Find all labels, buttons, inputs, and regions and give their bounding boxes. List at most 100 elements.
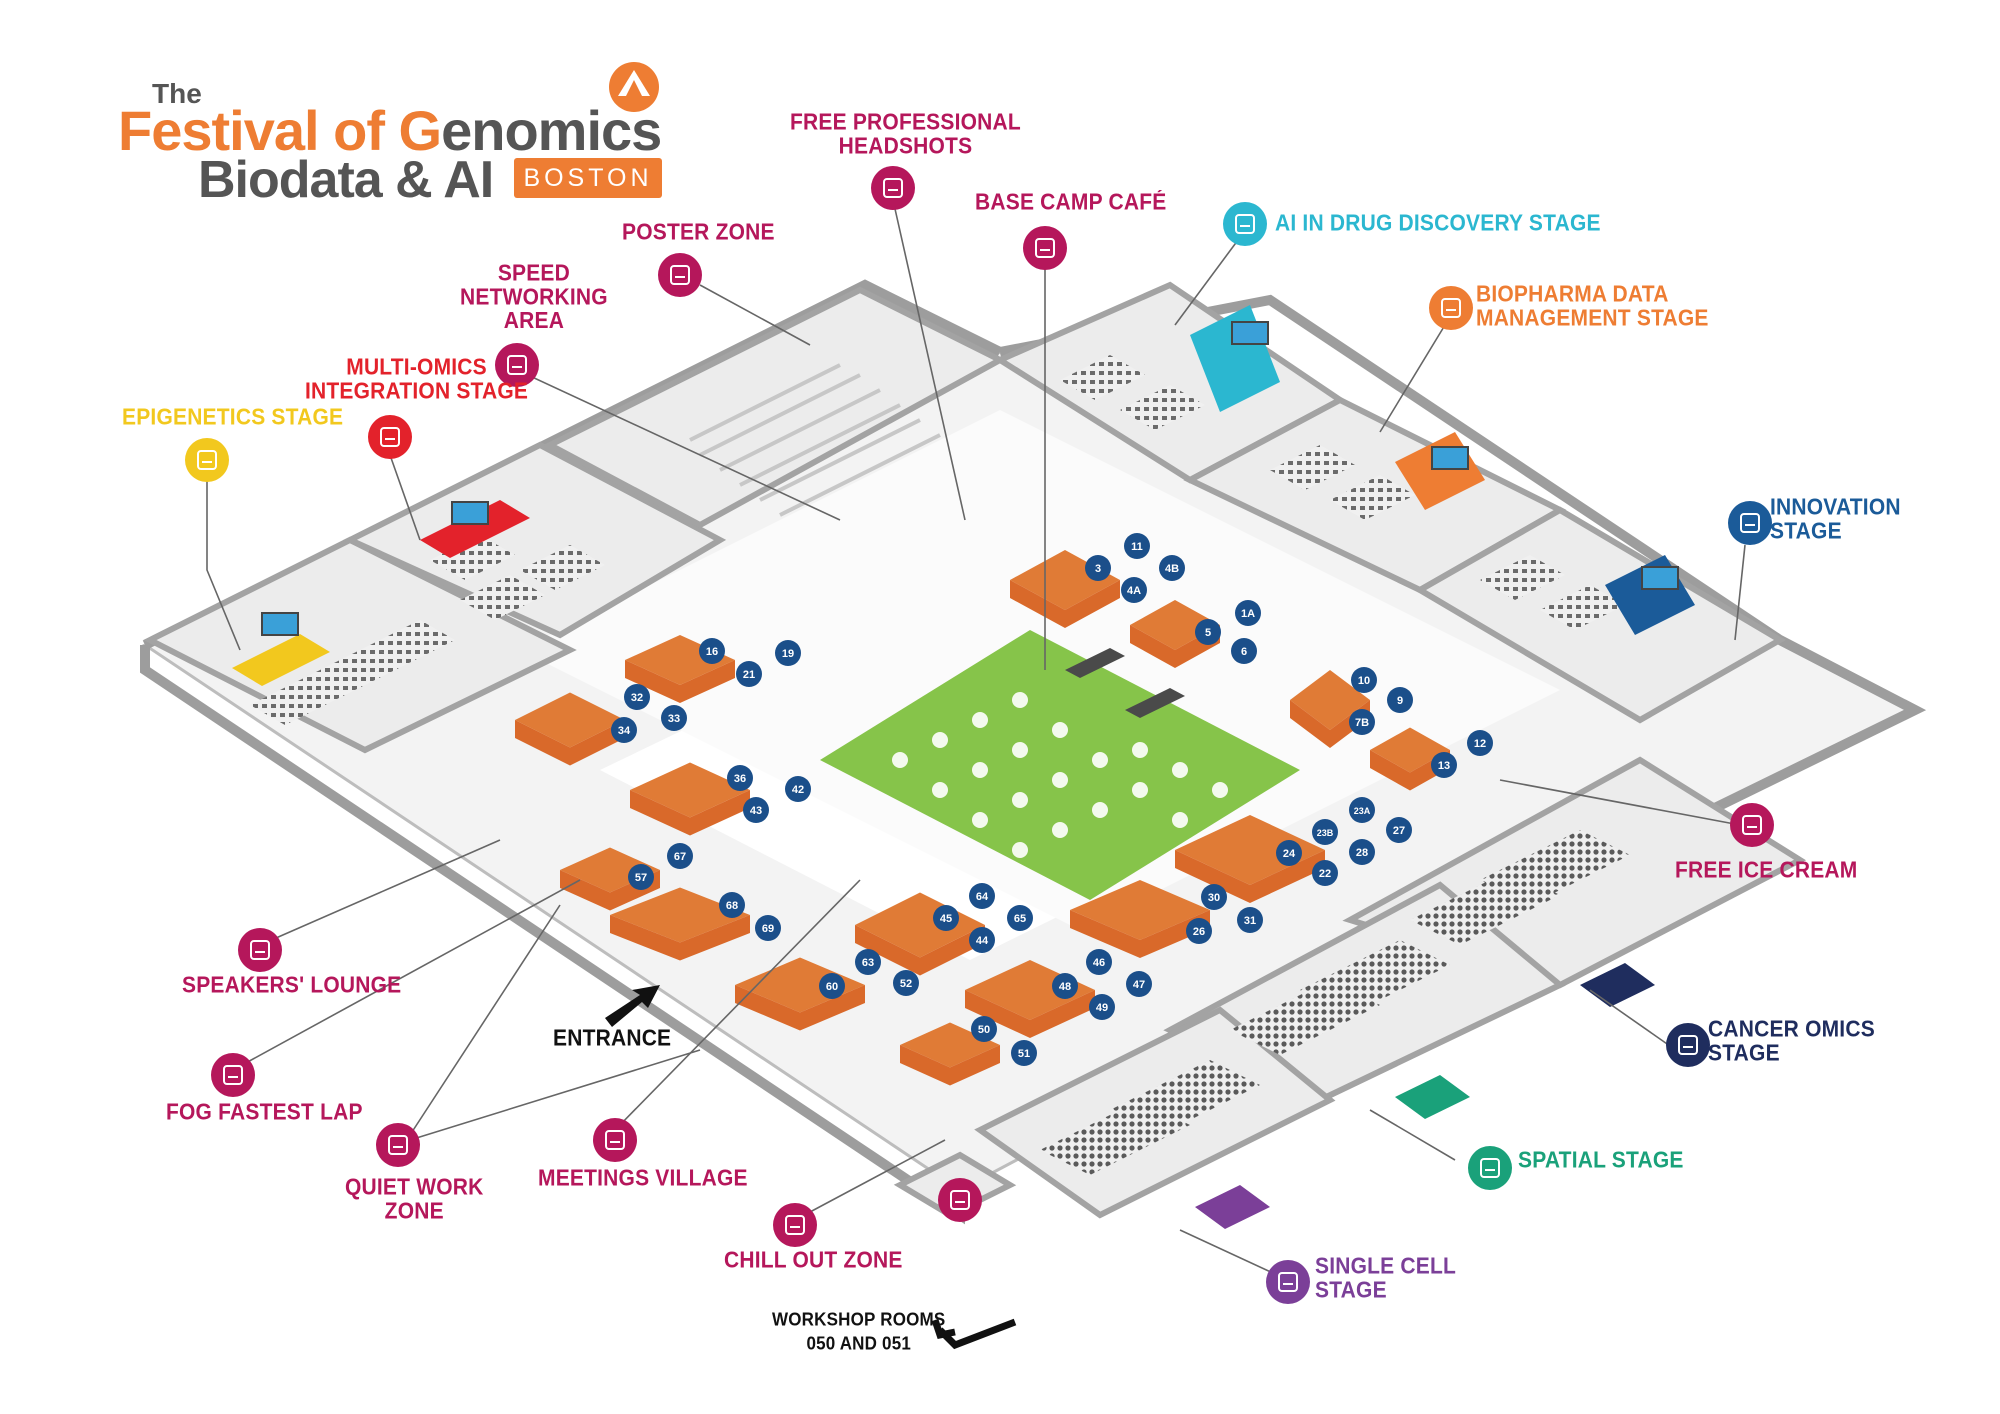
logo-line1: Festival of Genomics [118,98,662,163]
booth-block-side [1130,625,1220,668]
label-fog-fastest-lap[interactable]: FOG FASTEST LAP [166,1100,363,1125]
booth-number-marker [1349,797,1375,823]
booth-number-marker [755,915,781,941]
logo-of: of [333,99,385,162]
base-camp-cafe-lawn [820,630,1300,900]
poster-board-icon [658,253,702,297]
booth-number-marker [971,1016,997,1042]
booth-number-label: 48 [1059,981,1071,993]
lounge-chair-icon [238,928,282,972]
hanger-icon [938,1178,982,1222]
label-epigenetics-stage[interactable]: EPIGENETICS STAGE [122,405,344,430]
booth-block-side [610,915,750,961]
meeting-icon [593,1118,637,1162]
label-basecamp-cafe[interactable]: BASE CAMP CAFÉ [975,190,1167,215]
podium-icon [368,415,412,459]
logo-line2: Biodata & AI [198,151,494,209]
leader-lines [206,199,1746,1281]
booth-number-marker [1159,555,1185,581]
label-spatial-stage[interactable]: SPATIAL STAGE [1518,1148,1684,1173]
booth-block-side [560,870,660,911]
booth-number-label: 69 [762,923,774,935]
podium-icon [185,438,229,482]
booth-number-label: 3 [1095,563,1101,575]
booth-number-marker [628,864,654,890]
booth-number-marker [1201,884,1227,910]
screens [261,321,1679,636]
speedometer-icon [211,1053,255,1097]
ice-cream-icon [1730,803,1774,847]
booth-number-marker [661,705,687,731]
booth-number-marker [743,797,769,823]
poster-boards [689,363,941,517]
cafe-counter [1125,688,1185,718]
podium-icon [1728,501,1772,545]
armchair-icon [773,1203,817,1247]
booth-number-label: 28 [1356,847,1368,859]
booth-number-marker [1126,971,1152,997]
booth-number-marker [855,949,881,975]
booth-number-label: 44 [976,935,989,947]
booth-number-label: 11 [1131,541,1143,553]
label-speakers-lounge[interactable]: SPEAKERS' LOUNGE [182,973,402,998]
booth-number-label: 47 [1133,979,1145,991]
booth-block-side [630,790,750,836]
booth-number-marker [1124,533,1150,559]
booth-number-label: 16 [706,646,718,658]
booth-number-label: 43 [750,805,762,817]
booth-number-label: 22 [1319,868,1331,880]
booth-number-label: 5 [1205,627,1211,639]
booth-number-marker [1276,840,1302,866]
booth-number-marker [1052,973,1078,999]
booth-number-label: 23B [1317,828,1334,838]
booth-number-marker [1351,667,1377,693]
booth-number-label: 27 [1393,825,1405,837]
booth-number-marker [1312,860,1338,886]
booth-number-marker [1121,577,1147,603]
podium-icon [1266,1260,1310,1304]
epigenetics-platform [232,634,330,686]
label-chill-out-zone[interactable]: CHILL OUT ZONE [724,1248,903,1273]
booth-number-label: 45 [940,913,952,925]
booth-number-label: 57 [635,872,647,884]
booth-block-side [625,660,735,703]
booth-number-label: 31 [1244,915,1256,927]
booth-block-side [735,985,865,1031]
booth-number-marker [1237,907,1263,933]
booth-number-marker [893,970,919,996]
booth-block-side [1070,910,1210,958]
booth-number-marker [775,640,801,666]
booth-number-marker [969,883,995,909]
podium-icon [1666,1023,1710,1067]
label-entrance[interactable]: ENTRANCE [553,1026,672,1051]
booth-number-marker [1386,817,1412,843]
booth-number-label: 46 [1093,957,1105,969]
logo-city-badge: BOSTON [514,158,662,198]
booth-number-label: 13 [1438,760,1450,772]
logo-genomics-g: G [398,99,443,162]
entrance-arrow-icon [605,985,660,1027]
label-ai-drug-stage[interactable]: AI IN DRUG DISCOVERY STAGE [1275,211,1601,236]
label-meetings-village[interactable]: MEETINGS VILLAGE [538,1166,748,1191]
coffee-cup-icon [1023,226,1067,270]
booth-block-side [855,925,985,976]
booth-number-label: 4A [1127,585,1141,597]
booth-number-marker [719,892,745,918]
booth-number-label: 32 [631,692,643,704]
label-free-ice-cream[interactable]: FREE ICE CREAM [1675,858,1858,883]
booth-number-label: 12 [1474,738,1486,750]
label-poster-zone[interactable]: POSTER ZONE [622,220,775,245]
booth-number-marker [736,661,762,687]
booth-number-label: 26 [1193,926,1205,938]
booth-number-label: 36 [734,773,746,785]
